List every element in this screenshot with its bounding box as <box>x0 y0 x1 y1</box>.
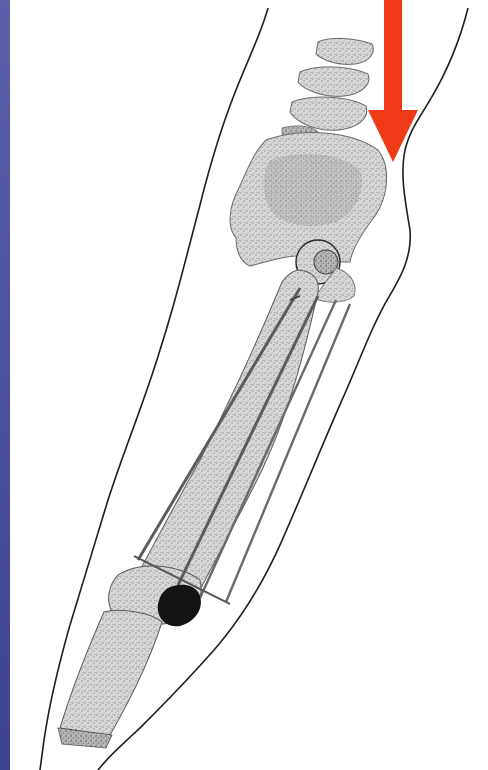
slide-background-strip <box>0 0 10 770</box>
illustration-panel <box>10 0 488 770</box>
leg-bone-fixator-illustration <box>10 0 488 770</box>
